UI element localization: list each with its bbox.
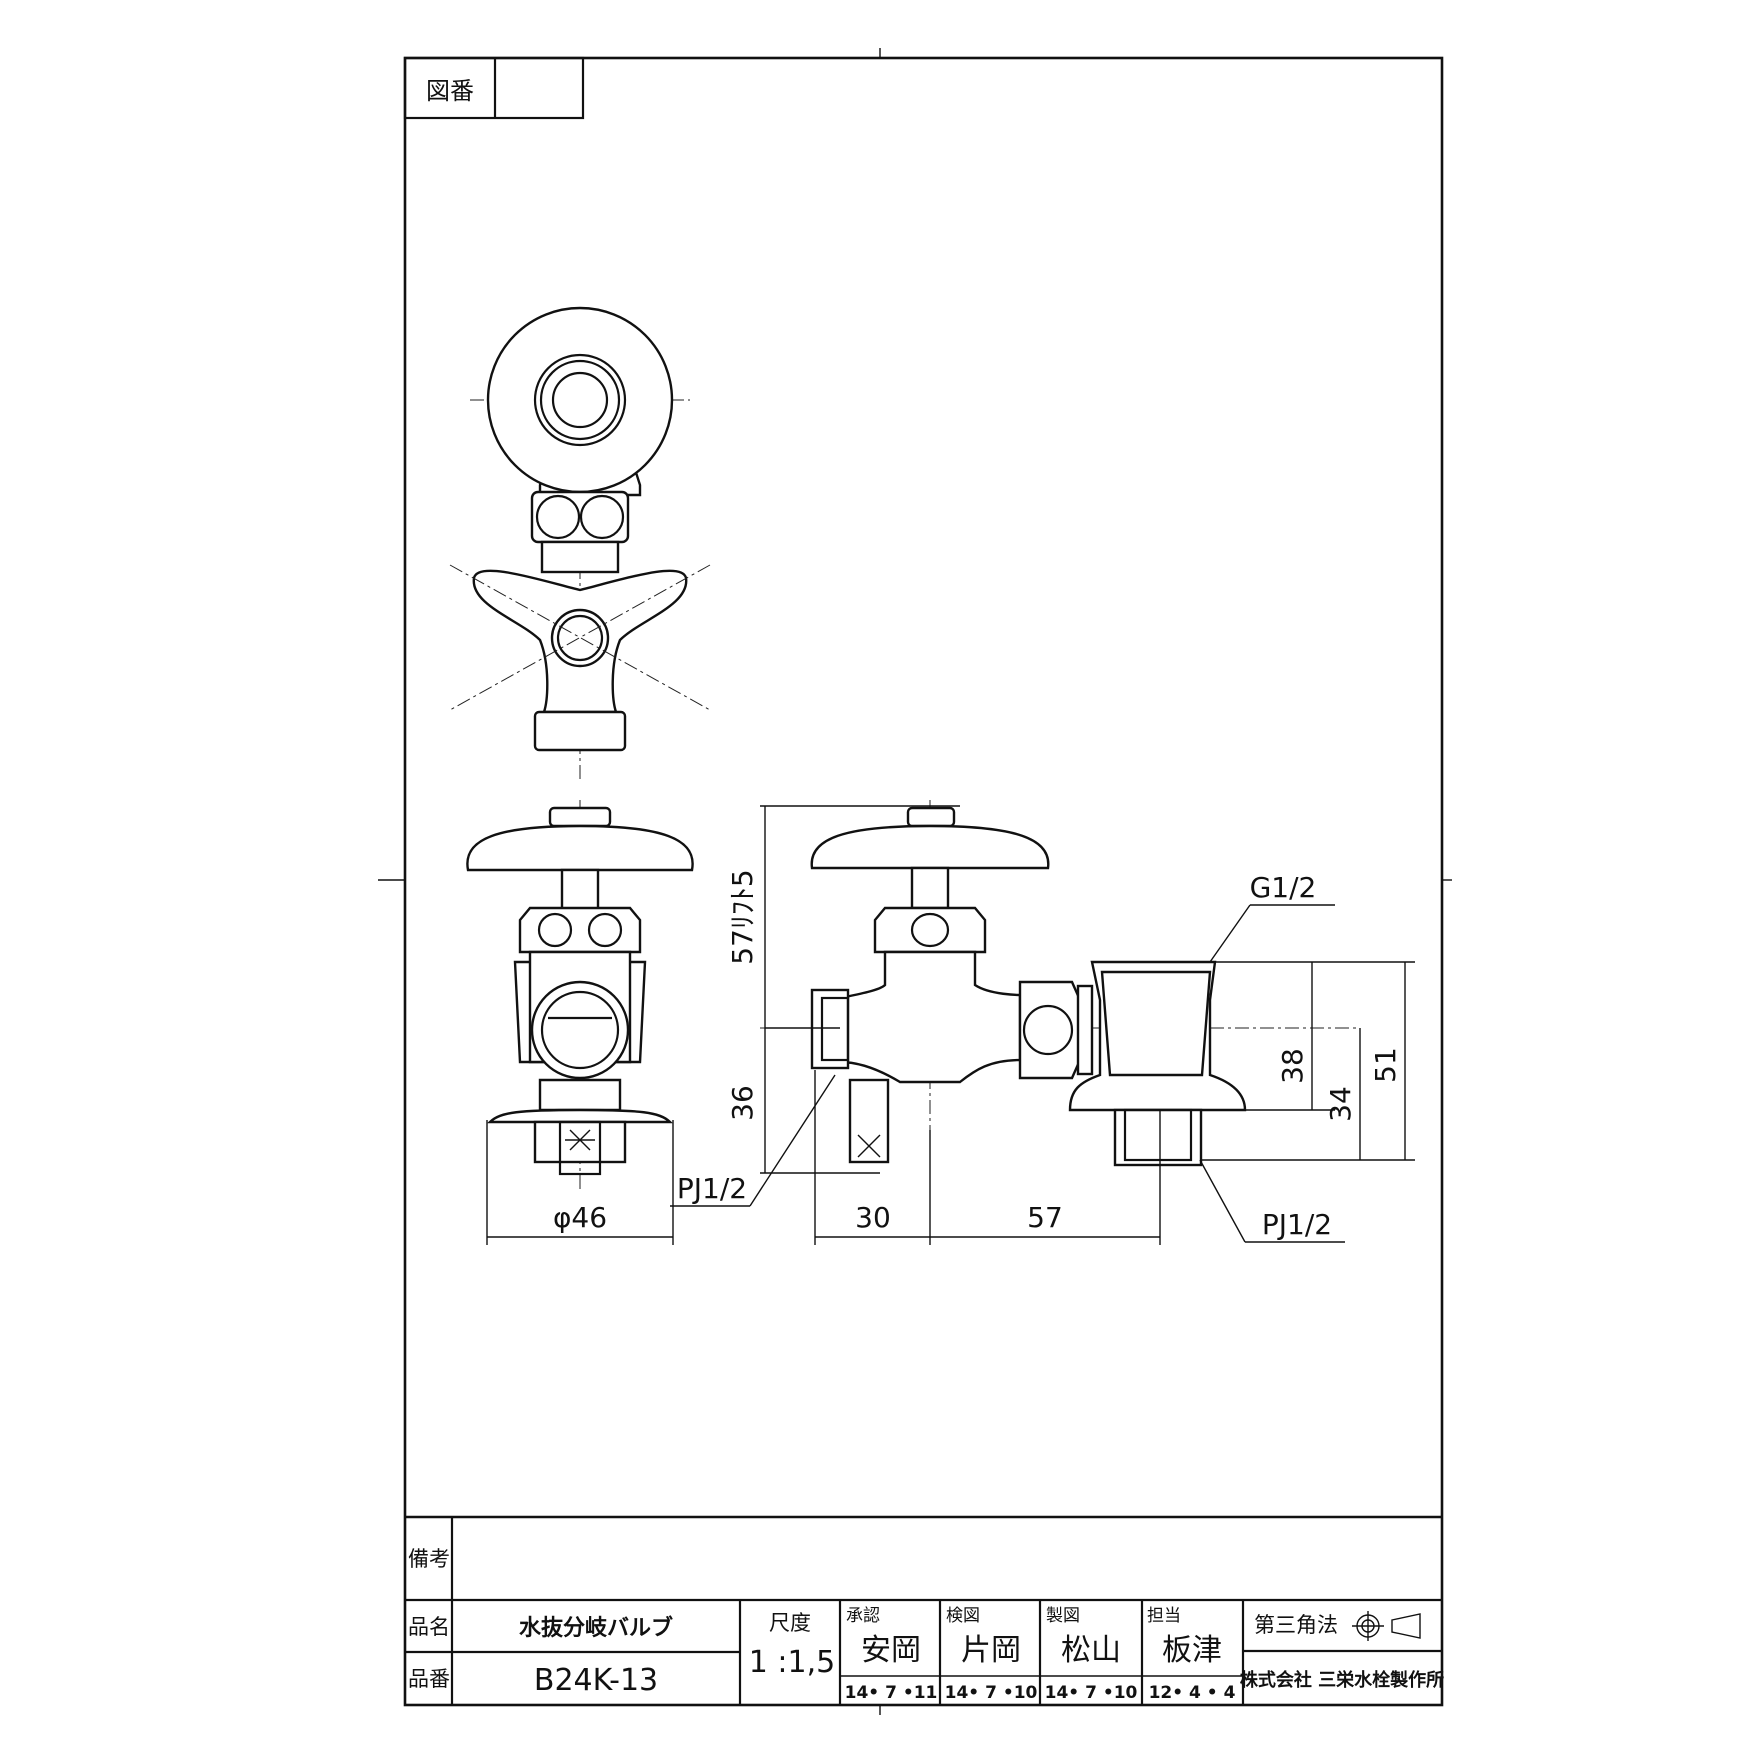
notes-label: 備考 [408,1547,450,1571]
approval-role-2: 製図 [1046,1606,1080,1626]
approval-date-3: 12• 4 • 4 [1149,1683,1236,1703]
drawing-number-box: 図番 [403,56,585,120]
dim-stroke: 57ﾘﾌﾄ5 [726,869,759,964]
dim-offset-30: 30 [855,1201,891,1234]
approval-date-2: 14• 7 •10 [1045,1683,1138,1703]
drawing-frame [378,48,1452,1715]
approval-date-0: 14• 7 •11 [845,1683,938,1703]
side-view [760,800,1360,1167]
approval-role-3: 担当 [1147,1606,1181,1626]
drawing-number-label: 図番 [426,77,474,105]
projection-label: 第三角法 [1254,1613,1338,1637]
hatch-pattern [857,1134,881,1158]
approval-name-2: 松山 [1061,1633,1121,1668]
scale-value: 1 :1,5 [749,1645,835,1680]
dim-offset-57: 57 [1027,1201,1063,1234]
product-number-label: 品番 [408,1667,450,1691]
approval-name-1: 片岡 [961,1633,1021,1668]
product-number-value: B24K-13 [534,1663,658,1698]
scale-label: 尺度 [769,1611,811,1635]
hatch-pattern [565,1129,595,1151]
dim-thread-left: PJ1/2 [677,1172,747,1205]
dimension-lines [486,805,1415,1245]
top-view [449,306,711,780]
title-block: 備考 品名 水抜分岐バルブ 品番 B24K-13 尺度 1 :1,5 承認 安岡… [405,1515,1444,1705]
approval-role-0: 承認 [846,1606,880,1626]
third-angle-projection-icon [1352,1611,1421,1641]
approval-role-1: 検図 [946,1606,980,1626]
dimension-labels: 57ﾘﾌﾄ5 36 φ46 PJ1/2 30 57 G1/2 38 34 51 … [553,869,1402,1241]
approval-name-0: 安岡 [861,1633,921,1668]
dim-h34: 34 [1324,1086,1357,1122]
dim-diameter: φ46 [553,1201,607,1234]
front-view [466,800,694,1190]
company-name: 株式会社 三栄水栓製作所 [1240,1669,1444,1691]
dim-lower-height: 36 [726,1085,759,1121]
approval-name-3: 板津 [1162,1633,1222,1668]
dim-thread-right: PJ1/2 [1262,1208,1332,1241]
product-name-value: 水抜分岐バルブ [519,1615,673,1641]
dim-h51: 51 [1369,1047,1402,1083]
approval-date-1: 14• 7 •10 [945,1683,1038,1703]
product-name-label: 品名 [408,1615,450,1639]
dim-h38: 38 [1276,1048,1309,1084]
dim-thread-top: G1/2 [1250,871,1317,904]
